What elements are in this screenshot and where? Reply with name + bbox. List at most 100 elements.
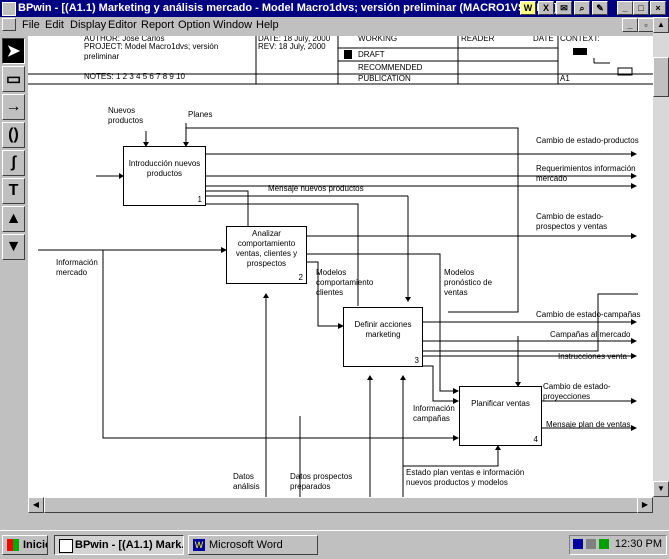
date-text: DATE: 18 July, 2000	[258, 36, 331, 43]
arrow-tool-icon[interactable]: →	[2, 94, 25, 120]
activity-box-number: 3	[414, 356, 419, 365]
arrow-label[interactable]: Nuevos productos	[108, 106, 144, 125]
mail-icon[interactable]: ✉	[556, 1, 572, 15]
pointer-tool-icon[interactable]: ➤	[2, 38, 25, 64]
date-col-text: DATE	[533, 36, 554, 43]
windows-logo-icon	[7, 539, 19, 551]
project-text: PROJECT: Model Macro1dvs; versión	[84, 42, 219, 51]
arrow-label[interactable]: Instrucciones venta	[558, 352, 627, 361]
tunnel-tool-icon[interactable]: ()	[2, 122, 25, 148]
arrow-label[interactable]: Información campañas	[413, 404, 455, 423]
scroll-right-icon[interactable]: ▶	[637, 497, 653, 513]
arrow-label[interactable]: Datos prospectos preparados	[290, 472, 353, 491]
node-text: A1	[560, 74, 570, 83]
activity-box-number: 4	[533, 435, 538, 444]
activity-box-number: 2	[298, 273, 303, 282]
horizontal-scrollbar[interactable]: ◀ ▶	[28, 497, 653, 513]
menu-option[interactable]: Option	[178, 19, 211, 31]
scroll-left-icon[interactable]: ◀	[28, 497, 44, 513]
close-button[interactable]: ×	[650, 1, 666, 15]
scroll-down-icon[interactable]: ▼	[653, 481, 669, 497]
arrow-label[interactable]: Datos análisis	[233, 472, 260, 491]
excel-icon[interactable]: X	[538, 1, 554, 15]
activity-box-label: Analizar comportamiento ventas, clientes…	[235, 229, 298, 268]
arrow-label[interactable]: Cambio de estado-proyecciones	[543, 382, 611, 401]
scroll-thumb-horizontal[interactable]	[44, 497, 644, 513]
menu-bar: File Edit Display Editor Report Option W…	[0, 17, 669, 33]
activity-box-3[interactable]: Definir acciones marketing 3	[343, 307, 423, 367]
task-word[interactable]: W Microsoft Word	[188, 535, 318, 555]
task-word-label: Microsoft Word	[209, 539, 283, 551]
author-text: AUTHOR: Jose Carlos	[84, 36, 165, 43]
reader-text: READER	[461, 36, 495, 43]
arrow-label[interactable]: Cambio de estado-productos	[536, 136, 639, 145]
network-icon[interactable]	[586, 539, 596, 549]
diagram-lines	[28, 36, 653, 497]
menu-editor[interactable]: Editor	[108, 19, 137, 31]
vertical-scrollbar[interactable]: ▲ ▼	[653, 17, 669, 497]
clock[interactable]: 12:30 PM	[614, 538, 662, 550]
word-tray-icon[interactable]	[573, 539, 583, 549]
tool-palette: ➤ ▭ → () ʃ T ▲ ▼	[0, 36, 27, 276]
arrow-label[interactable]: Información mercado	[56, 258, 98, 277]
rev-text: REV: 18 July, 2000	[258, 42, 326, 51]
arrow-label[interactable]: Mensaje nuevos productos	[268, 184, 364, 193]
activity-box-label: Planificar ventas	[471, 399, 530, 408]
task-bpwin[interactable]: BPwin - [(A1.1) Mark...	[54, 535, 184, 555]
go-up-tool-icon[interactable]: ▲	[2, 206, 25, 232]
word-task-icon: W	[193, 539, 205, 551]
arrow-label[interactable]: Planes	[188, 110, 213, 119]
status-recommended: RECOMMENDED	[358, 63, 423, 72]
arrow-label[interactable]: Cambio de estado-campañas	[536, 310, 641, 319]
arrow-label[interactable]: Mensaje plan de ventas	[546, 420, 631, 429]
menu-window[interactable]: Window	[213, 19, 253, 31]
activity-box-label: Introducción nuevos productos	[128, 159, 201, 178]
arrow-label[interactable]: Modelos pronóstico de ventas	[444, 268, 493, 297]
project-text-2: preliminar	[84, 52, 120, 61]
tools-icon[interactable]: ✎	[592, 1, 608, 15]
start-label: Inicio	[23, 539, 47, 551]
search-icon[interactable]: ⌕	[574, 1, 590, 15]
text-tool-icon[interactable]: T	[2, 178, 25, 204]
menu-report[interactable]: Report	[141, 19, 175, 31]
word-icon[interactable]: W	[520, 1, 536, 15]
volume-icon[interactable]	[599, 539, 609, 549]
menu-display[interactable]: Display	[70, 19, 107, 31]
arrow-label[interactable]: Campañas al mercado	[550, 330, 631, 339]
scroll-thumb[interactable]	[653, 57, 669, 97]
doc-minimize-button[interactable]: _	[622, 18, 638, 32]
status-publication: PUBLICATION	[358, 74, 411, 83]
menu-file[interactable]: File	[22, 19, 40, 31]
arrow-label[interactable]: Estado plan ventas e información nuevos …	[406, 468, 525, 487]
minimize-button[interactable]: _	[617, 1, 633, 15]
status-draft: DRAFT	[358, 50, 385, 59]
title-bar: BPwin - [(A1.1) Marketing y análisis mer…	[0, 0, 669, 17]
bpwin-icon	[59, 539, 73, 553]
activity-box-1[interactable]: Introducción nuevos productos 1	[123, 146, 206, 206]
arrow-label[interactable]: Cambio de estado-prospectos y ventas	[536, 212, 608, 231]
squiggle-tool-icon[interactable]: ʃ	[2, 150, 25, 176]
go-down-tool-icon[interactable]: ▼	[2, 234, 25, 260]
notes-text: NOTES: 1 2 3 4 5 6 7 8 9 10	[84, 72, 185, 81]
menu-edit[interactable]: Edit	[45, 19, 64, 31]
document-icon[interactable]	[2, 18, 16, 31]
arrow-label[interactable]: Modelos comportamiento clientes	[316, 268, 374, 297]
maximize-button[interactable]: □	[633, 1, 649, 15]
window-title: BPwin - [(A1.1) Marketing y análisis mer…	[18, 2, 558, 14]
context-text: CONTEXT:	[560, 36, 600, 43]
task-bpwin-label: BPwin - [(A1.1) Mark...	[75, 539, 184, 551]
doc-restore-button[interactable]: ▫	[638, 18, 654, 32]
menu-help[interactable]: Help	[256, 19, 279, 31]
taskbar: Inicio BPwin - [(A1.1) Mark... W Microso…	[0, 530, 669, 559]
scroll-up-icon[interactable]: ▲	[653, 17, 669, 33]
activity-box-number: 1	[197, 195, 202, 204]
activity-box-2[interactable]: Analizar comportamiento ventas, clientes…	[226, 226, 307, 284]
arrow-label[interactable]: Requerimientos información mercado	[536, 164, 636, 183]
diagram-canvas[interactable]: AUTHOR: Jose Carlos DATE: 18 July, 2000 …	[28, 36, 653, 497]
bpwin-app-icon[interactable]	[2, 2, 16, 16]
status-working: WORKING	[358, 36, 398, 43]
box-tool-icon[interactable]: ▭	[2, 66, 25, 92]
start-button[interactable]: Inicio	[2, 535, 48, 555]
activity-box-label: Definir acciones marketing	[354, 320, 412, 339]
activity-box-4[interactable]: Planificar ventas 4	[459, 386, 542, 446]
